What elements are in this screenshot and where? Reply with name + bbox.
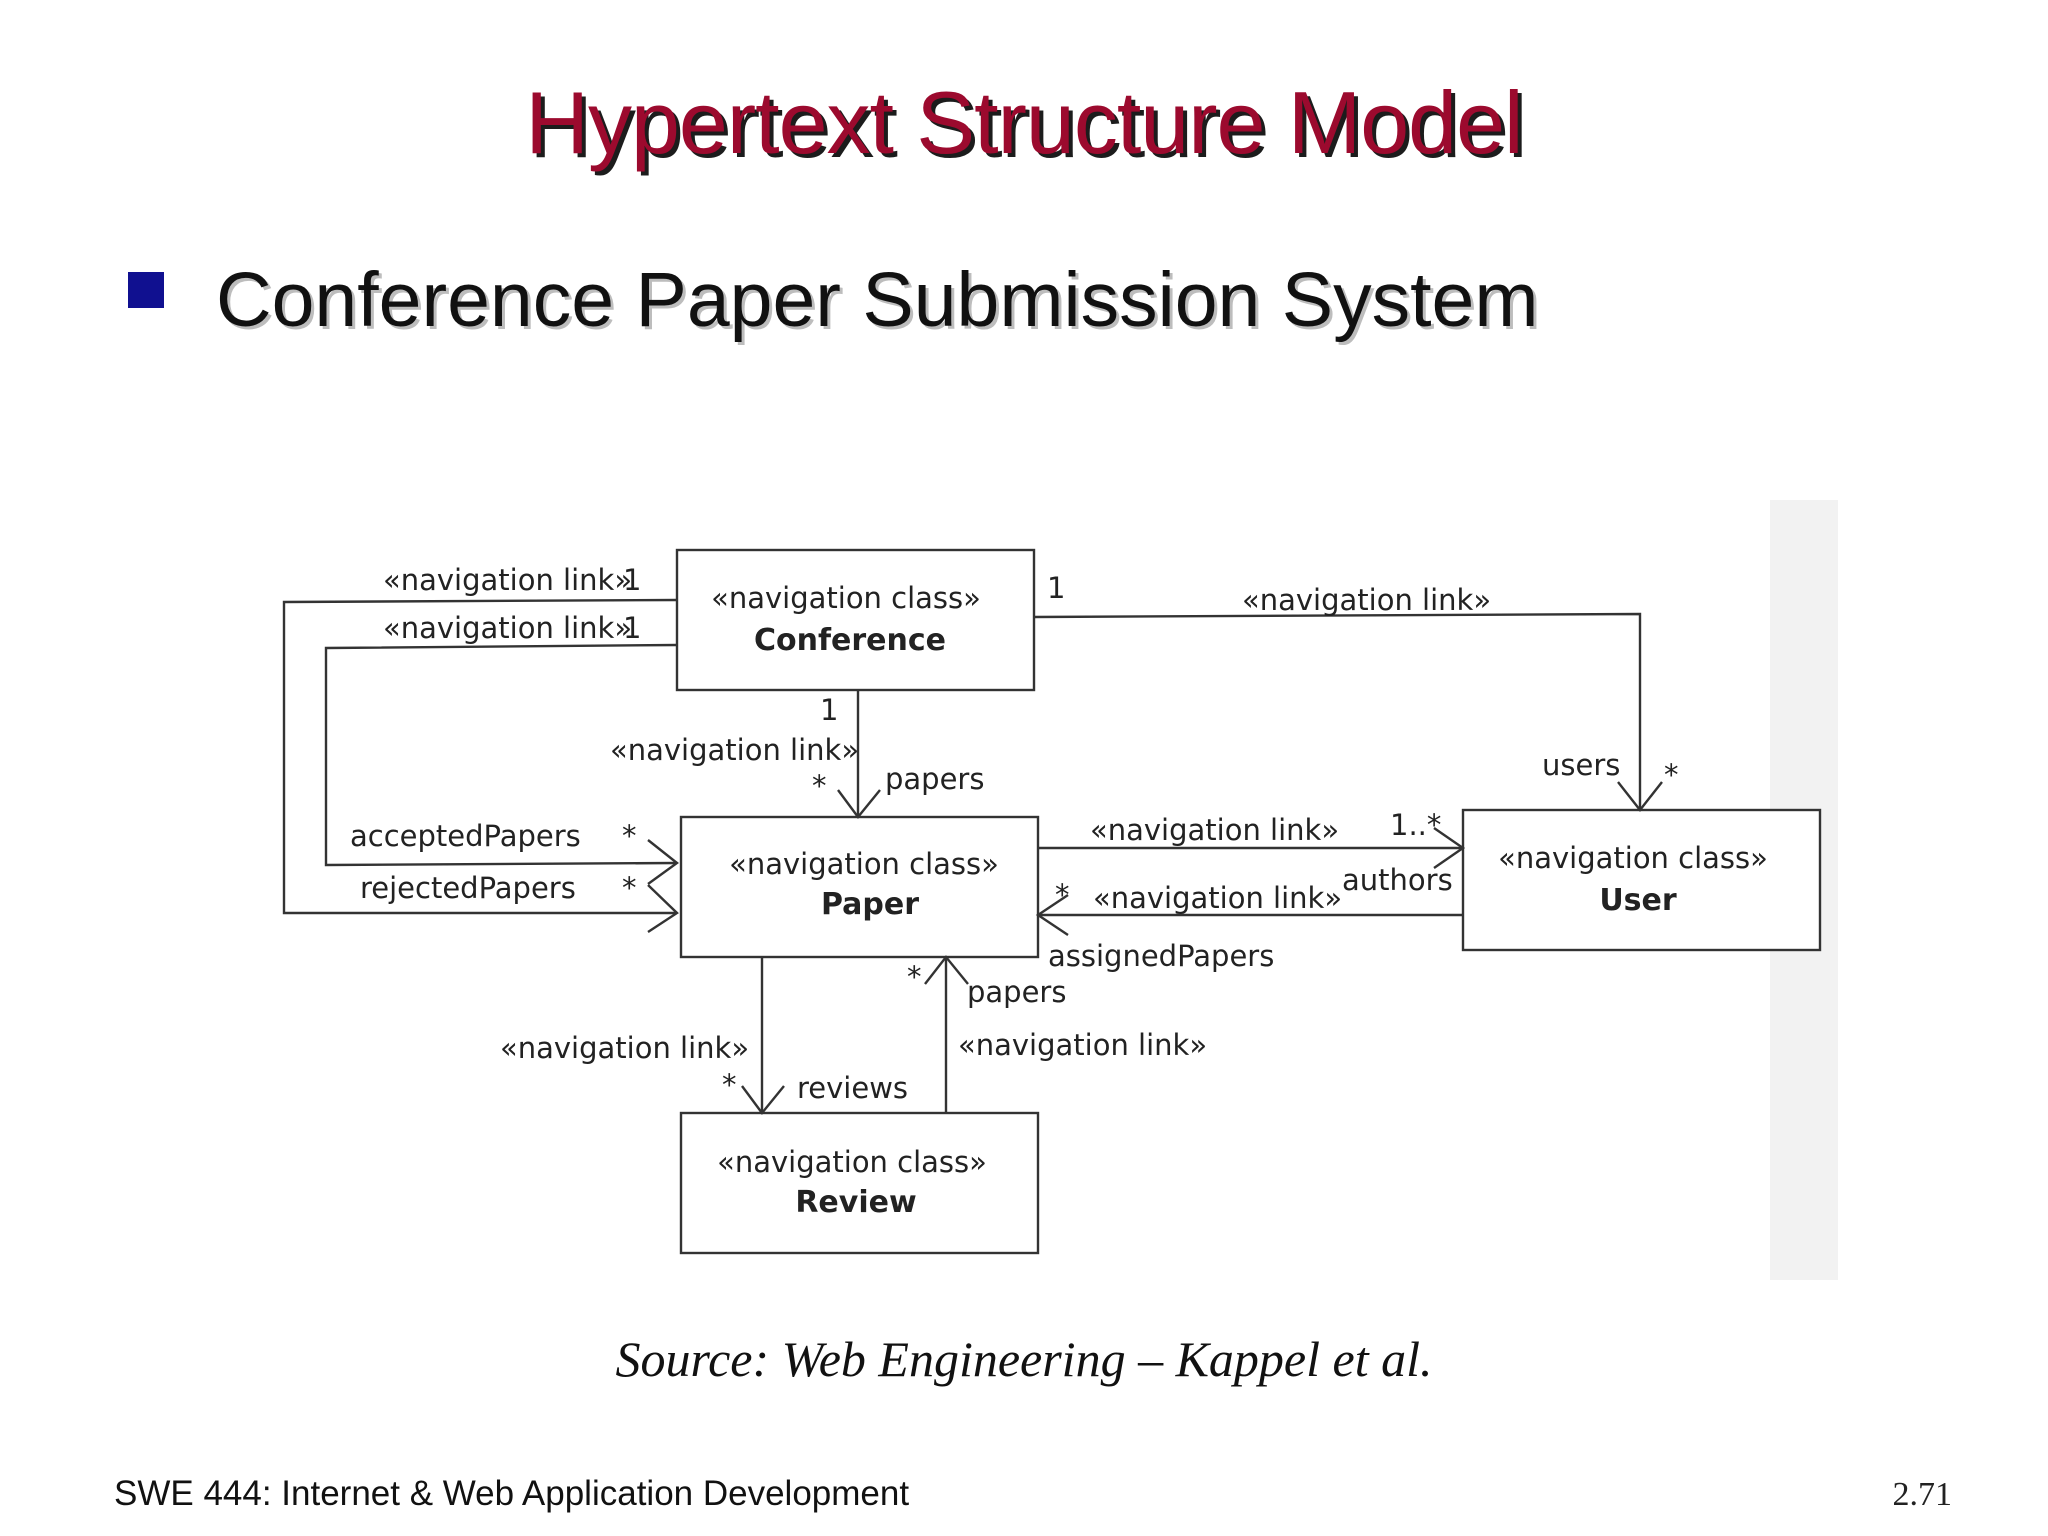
bullet-text: Conference Paper Submission System	[216, 257, 1539, 343]
label-mult-accepted-1: 1	[623, 611, 641, 645]
review-name: Review	[795, 1185, 916, 1220]
link-conference-users	[1033, 612, 1663, 812]
conference-stereotype: «navigation class»	[711, 581, 981, 615]
label-mult-review-papers-many: *	[907, 960, 922, 994]
label-authors: authors	[1342, 863, 1453, 897]
label-rejected-papers: rejectedPapers	[360, 871, 576, 905]
label-mult-users-many: *	[1664, 758, 1679, 792]
label-nav-link-users: «navigation link»	[1242, 583, 1491, 617]
label-mult-authors: 1..*	[1390, 808, 1441, 842]
page-number: 2.71	[1892, 1476, 1953, 1513]
label-mult-rejected-1: 1	[623, 563, 641, 597]
paper-name: Paper	[821, 887, 919, 922]
label-nav-link-review-papers: «navigation link»	[958, 1028, 1207, 1062]
link-paper-reviews	[741, 957, 785, 1115]
paper-stereotype: «navigation class»	[729, 847, 999, 881]
class-user: «navigation class» User	[1461, 808, 1822, 952]
bullet-square-icon	[128, 272, 164, 308]
label-mult-papers-many: *	[812, 769, 827, 803]
class-review: «navigation class» Review	[679, 1111, 1040, 1255]
slide-title: Hypertext Structure Model	[525, 73, 1523, 172]
label-mult-assigned-many: *	[1055, 878, 1070, 912]
label-mult-conference-papers-1: 1	[820, 693, 838, 727]
link-conference-accepted	[324, 643, 679, 885]
label-mult-conference-users-1: 1	[1047, 571, 1065, 605]
label-users: users	[1542, 748, 1620, 782]
label-nav-link-reviews: «navigation link»	[500, 1031, 749, 1065]
label-nav-link-accepted: «navigation link»	[383, 611, 632, 645]
label-review-papers: papers	[967, 975, 1066, 1009]
source-citation: Source: Web Engineering – Kappel et al.	[615, 1331, 1433, 1387]
label-nav-link-assigned: «navigation link»	[1093, 881, 1342, 915]
conference-name: Conference	[754, 623, 946, 658]
label-assigned-papers: assignedPapers	[1048, 939, 1274, 973]
label-accepted-papers: acceptedPapers	[350, 819, 581, 853]
label-nav-link-papers: «navigation link»	[610, 733, 859, 767]
class-conference: «navigation class» Conference	[675, 548, 1036, 692]
review-stereotype: «navigation class»	[717, 1145, 987, 1179]
link-conference-rejected	[282, 598, 679, 934]
label-mult-rejected-many: *	[622, 871, 637, 905]
user-name: User	[1599, 883, 1677, 918]
label-mult-reviews-many: *	[722, 1068, 737, 1102]
label-nav-link-rejected: «navigation link»	[383, 563, 632, 597]
link-paper-authors	[1038, 827, 1466, 869]
uml-diagram: «navigation class» Conference «navigatio…	[270, 500, 1838, 1280]
label-mult-accepted-many: *	[622, 819, 637, 853]
link-review-papers	[924, 955, 969, 1113]
label-nav-link-authors: «navigation link»	[1090, 813, 1339, 847]
user-stereotype: «navigation class»	[1498, 841, 1768, 875]
link-user-assigned-papers	[1035, 894, 1463, 936]
footer-course: SWE 444: Internet & Web Application Deve…	[114, 1474, 910, 1513]
label-reviews: reviews	[797, 1071, 908, 1105]
class-paper: «navigation class» Paper	[679, 815, 1040, 959]
link-conference-papers	[837, 690, 881, 819]
label-papers: papers	[885, 762, 984, 796]
